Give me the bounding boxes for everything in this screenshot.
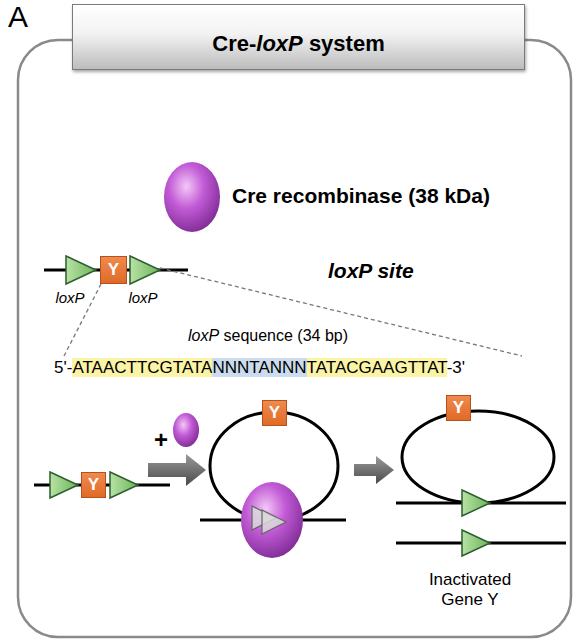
loxp-triangle [462, 530, 490, 556]
cre-protein [241, 482, 303, 558]
process-arrow [148, 454, 206, 486]
gene-name: Y [108, 260, 119, 280]
site-label: loxP [40, 289, 100, 306]
result-label: Inactivated Gene Y [420, 570, 520, 609]
process-arrow [354, 456, 394, 484]
plus-sign: + [148, 426, 174, 454]
loxp-triangle [66, 256, 96, 284]
loxp-triangle [110, 472, 138, 498]
dna-sequence: 5'-ATAACTTCGTATANNNTANNNTATACGAAGTTAT-3' [54, 358, 554, 378]
panel-frame [18, 40, 571, 637]
header-title: Cre-loxP system [212, 31, 384, 57]
gene-box: Y [446, 395, 471, 421]
gene-box: Y [100, 256, 127, 284]
panel-letter: A [8, 0, 48, 35]
loxp-triangle [50, 472, 78, 498]
gene-box: Y [81, 472, 106, 498]
loxp-triangle [262, 510, 286, 534]
cre-protein [164, 162, 220, 232]
site-label: loxP [113, 289, 173, 306]
excised-circle [402, 411, 554, 503]
protein-label: Cre recombinase (38 kDa) [232, 184, 552, 208]
loxp-triangle [462, 490, 490, 516]
section-label: loxP site [328, 259, 528, 283]
loxp-triangle [130, 256, 160, 284]
gene-box: Y [262, 400, 287, 426]
gene-name: Y [269, 403, 280, 423]
header-box: Cre-loxP system [72, 4, 525, 70]
sequence-caption: loxP sequence (34 bp) [118, 327, 418, 345]
gene-name: Y [88, 475, 99, 495]
gene-name: Y [453, 398, 464, 418]
cre-protein [173, 413, 199, 447]
